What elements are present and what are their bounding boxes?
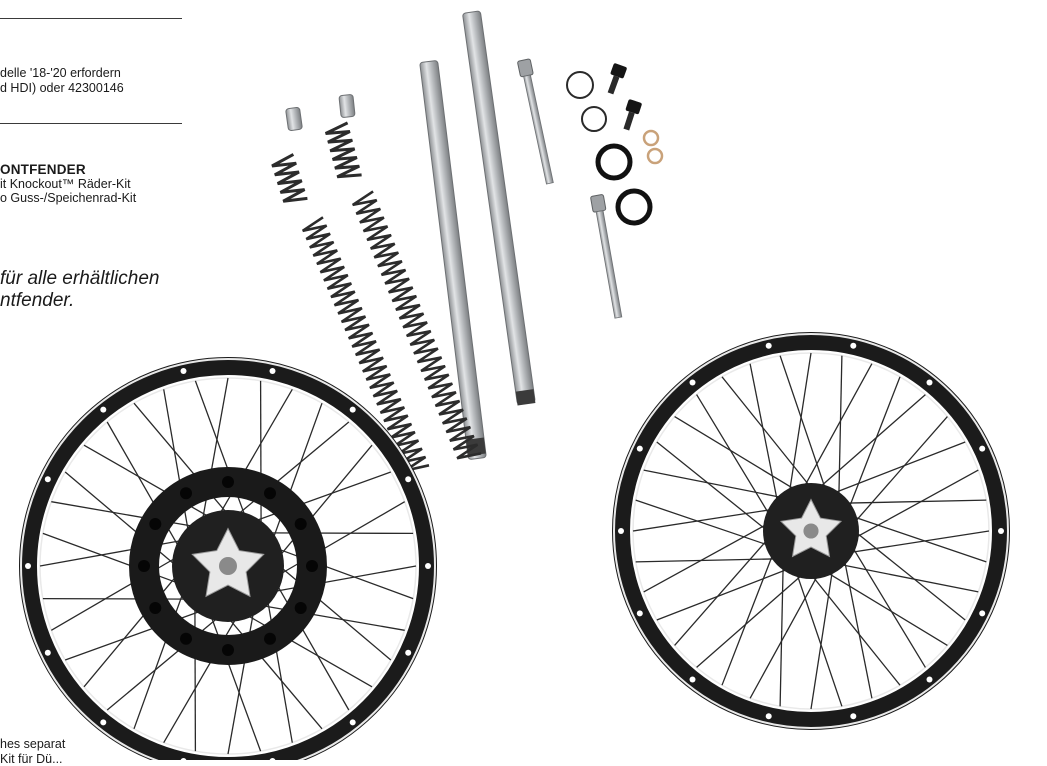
springs bbox=[271, 121, 482, 472]
italic-note-line-1: für alle erhältlichen bbox=[0, 268, 160, 289]
o-ring-small bbox=[566, 71, 594, 99]
middle-divider bbox=[0, 123, 182, 124]
o-ring-thin bbox=[581, 106, 607, 132]
fork-tube-left bbox=[419, 60, 487, 460]
bolt-middle bbox=[623, 99, 642, 131]
section-heading: ONTFENDER bbox=[0, 162, 86, 177]
spacer-spring-left bbox=[271, 153, 308, 203]
spacer-left bbox=[285, 107, 303, 131]
spoked-wheel-front bbox=[19, 357, 437, 760]
italic-note-line-2: ntfender. bbox=[0, 290, 75, 311]
bolt-top bbox=[607, 63, 627, 95]
fork-spring-left bbox=[301, 216, 430, 472]
fork-tube-right bbox=[462, 10, 536, 406]
o-ring-thick bbox=[595, 143, 633, 181]
bottom-line-1: hes separat bbox=[0, 737, 66, 751]
section-line-2: o Guss-/Speichenrad-Kit bbox=[0, 191, 137, 205]
section-line-1: it Knockout™ Räder-Kit bbox=[0, 177, 131, 191]
spacer-right bbox=[338, 94, 356, 118]
top-divider bbox=[0, 18, 182, 19]
fork-spring-right bbox=[351, 190, 482, 460]
note-line-2: d HDI) oder 42300146 bbox=[0, 81, 124, 95]
spoked-wheel-rear bbox=[612, 332, 1010, 730]
washer-bottom bbox=[646, 147, 664, 165]
washer-top bbox=[642, 129, 660, 147]
o-ring-thick-2 bbox=[615, 188, 653, 226]
axle-pin-bottom bbox=[590, 194, 623, 319]
note-line-1: delle '18-'20 erfordern bbox=[0, 66, 121, 80]
axle-pin-top bbox=[517, 58, 554, 185]
spacer-spring-right bbox=[324, 121, 362, 179]
